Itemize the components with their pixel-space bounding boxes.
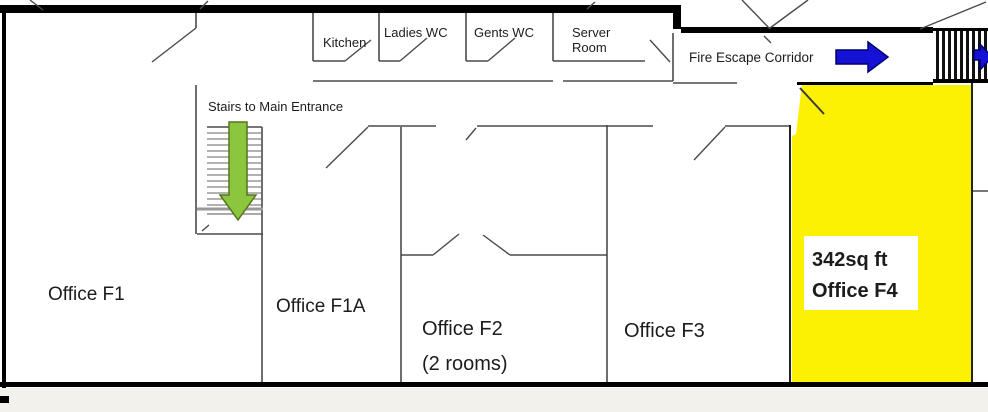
door-swings xyxy=(151,27,726,256)
office-f1a-label: Office F1A xyxy=(276,296,366,317)
office-f4-highlight xyxy=(792,84,973,383)
stairs-down-arrow-icon xyxy=(218,121,258,222)
bottom-margin xyxy=(0,388,988,412)
outer-walls xyxy=(0,5,988,403)
exterior-door-swings xyxy=(29,0,987,44)
scan-notch xyxy=(792,84,802,136)
stairs-note-label: Stairs to Main Entrance xyxy=(208,99,343,114)
fire-escape-exit-arrow-icon xyxy=(973,42,988,72)
room-server-room-label-line1: Server xyxy=(572,25,611,40)
room-kitchen-label: Kitchen xyxy=(323,35,366,50)
fire-escape-right-arrow-icon xyxy=(835,40,890,74)
office-f2-label: Office F2 xyxy=(422,318,503,340)
office-f4-door-swing xyxy=(799,87,825,115)
office-f1-label: Office F1 xyxy=(48,284,125,305)
office-f2-note: (2 rooms) xyxy=(422,353,508,375)
staircase xyxy=(197,121,263,222)
room-gents-wc-label: Gents WC xyxy=(474,25,534,40)
fire-escape-corridor-label: Fire Escape Corridor xyxy=(689,50,814,65)
office-f4-area-label: 342sq ft xyxy=(812,249,888,271)
room-server-room-label-line2: Room xyxy=(572,40,607,55)
office-f4-walls xyxy=(789,83,973,382)
room-ladies-wc-label: Ladies WC xyxy=(384,25,448,40)
office-f4-label-patch xyxy=(804,236,918,310)
office-f4-label: Office F4 xyxy=(812,280,898,302)
office-f3-label: Office F3 xyxy=(624,320,705,342)
